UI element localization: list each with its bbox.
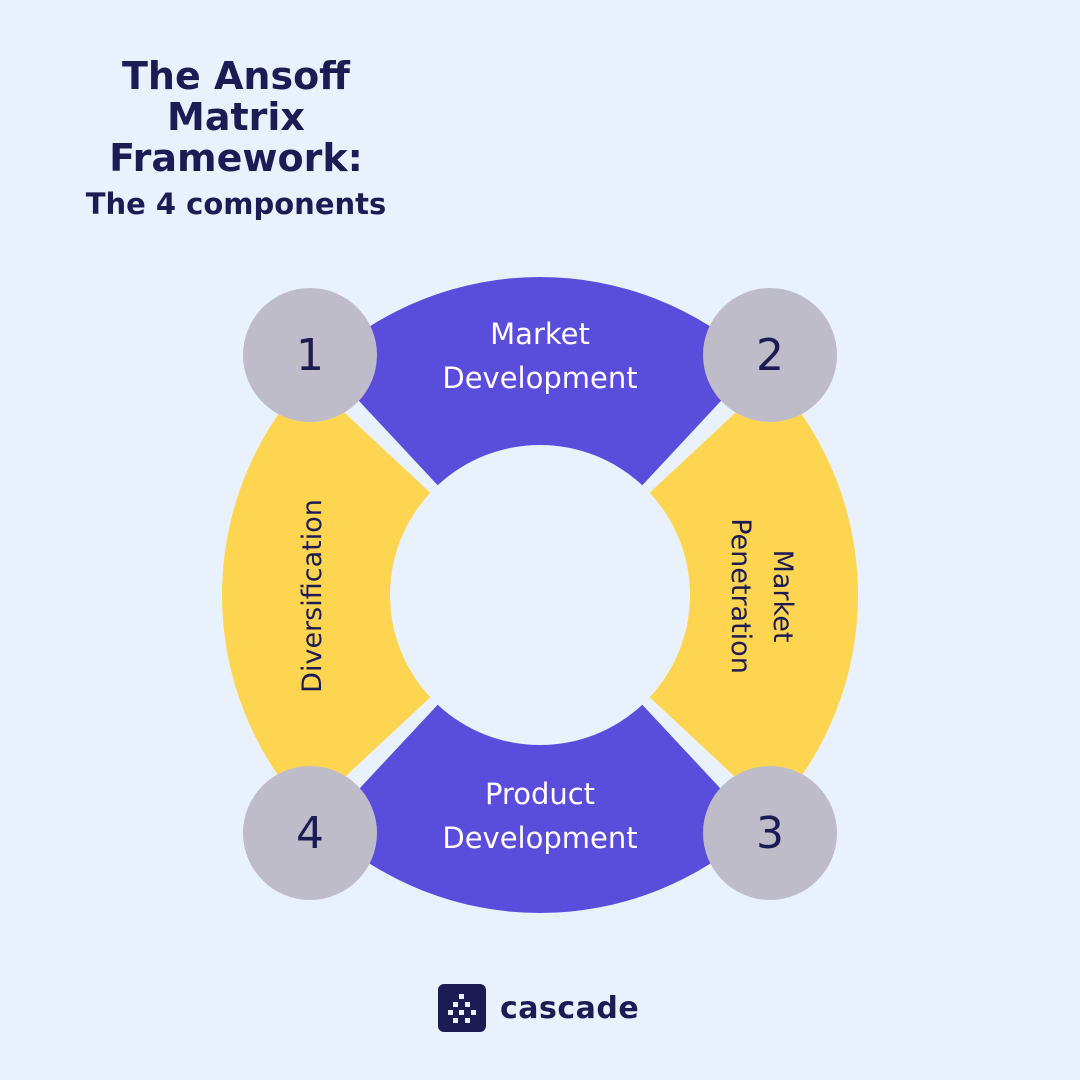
brand-footer: cascade <box>438 984 639 1032</box>
label-market-penetration-line-1: Market <box>767 550 798 643</box>
number-badge-4 <box>243 766 377 900</box>
number-4: 4 <box>296 808 324 859</box>
number-badge-3 <box>703 766 837 900</box>
segment-diversification <box>222 378 431 812</box>
title-line-3: Framework: <box>109 136 363 180</box>
number-badge-2 <box>703 288 837 422</box>
number-badge-1 <box>243 288 377 422</box>
label-product-development-line-1: Product <box>485 777 595 811</box>
title-line-1: The Ansoff <box>122 54 350 98</box>
segment-product-development <box>323 704 757 914</box>
label-market-penetration-line-2: Penetration <box>725 518 756 674</box>
title-line-2: Matrix <box>167 95 305 139</box>
label-diversification: Diversification <box>297 499 328 693</box>
cascade-logo-icon <box>438 984 486 1032</box>
subtitle: The 4 components <box>85 187 387 221</box>
label-market-development-line-1: Market <box>490 317 590 351</box>
number-1: 1 <box>296 330 324 381</box>
label-product-development-line-2: Development <box>442 821 637 855</box>
segment-market-development <box>323 277 757 486</box>
label-market-penetration: Market Penetration <box>725 518 798 674</box>
title-block: The Ansoff Matrix Framework: The 4 compo… <box>60 54 412 222</box>
label-market-development-line-2: Development <box>442 361 637 395</box>
segment-market-penetration <box>649 378 858 812</box>
number-3: 3 <box>756 808 784 859</box>
brand-name: cascade <box>500 990 640 1026</box>
number-2: 2 <box>756 330 784 381</box>
